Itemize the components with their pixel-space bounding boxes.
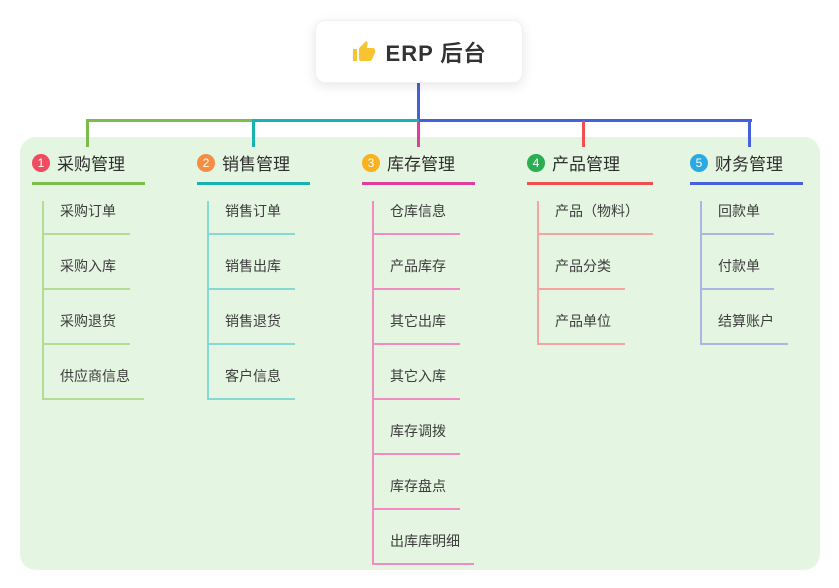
branch-header-product[interactable]: 4 产品管理 [527, 150, 653, 185]
mindmap-canvas [20, 137, 820, 570]
branch-procurement: 1 采购管理 采购订单 采购入库 采购退货 供应商信息 [32, 150, 145, 400]
branch-children: 产品（物料） 产品分类 产品单位 [537, 201, 653, 345]
mindmap-node[interactable]: 库存盘点 [374, 476, 460, 510]
branch-sales: 2 销售管理 销售订单 销售出库 销售退货 客户信息 [197, 150, 310, 400]
mindmap-node[interactable]: 采购订单 [44, 201, 130, 235]
branch-children: 采购订单 采购入库 采购退货 供应商信息 [42, 201, 145, 400]
mindmap-node[interactable]: 产品单位 [539, 311, 625, 345]
mindmap-node[interactable]: 库存调拨 [374, 421, 460, 455]
mindmap-node[interactable]: 产品（物料） [539, 201, 653, 235]
branch-children: 仓库信息 产品库存 其它出库 其它入库 库存调拨 库存盘点 出库库明细 [372, 201, 475, 565]
connector-root-stem [416, 83, 420, 122]
mindmap-node[interactable]: 销售出库 [209, 256, 295, 290]
branch-number-badge: 1 [32, 153, 50, 172]
mindmap-node[interactable]: 回款单 [702, 201, 774, 235]
mindmap-node[interactable]: 出库库明细 [374, 531, 474, 565]
branch-label: 财务管理 [715, 155, 783, 174]
connector-bus-sales [253, 119, 419, 122]
branch-header-sales[interactable]: 2 销售管理 [197, 150, 310, 185]
branch-number-badge: 3 [362, 153, 380, 172]
branch-children: 销售订单 销售出库 销售退货 客户信息 [207, 201, 310, 400]
branch-finance: 5 财务管理 回款单 付款单 结算账户 [690, 150, 803, 345]
branch-number-badge: 5 [690, 153, 708, 172]
mindmap-node[interactable]: 仓库信息 [374, 201, 460, 235]
mindmap-node[interactable]: 付款单 [702, 256, 774, 290]
branch-product: 4 产品管理 产品（物料） 产品分类 产品单位 [527, 150, 653, 345]
thumbs-up-icon [352, 40, 376, 64]
mindmap-node[interactable]: 其它入库 [374, 366, 460, 400]
branch-label: 产品管理 [552, 155, 620, 174]
root-label: ERP 后台 [385, 40, 487, 66]
branch-label: 库存管理 [387, 155, 455, 174]
mindmap-node[interactable]: 其它出库 [374, 311, 460, 345]
branch-label: 销售管理 [222, 155, 290, 174]
mindmap-node[interactable]: 产品分类 [539, 256, 625, 290]
branch-header-finance[interactable]: 5 财务管理 [690, 150, 803, 185]
mindmap-node[interactable]: 供应商信息 [44, 366, 144, 400]
branch-children: 回款单 付款单 结算账户 [700, 201, 803, 345]
mindmap-node[interactable]: 结算账户 [702, 311, 788, 345]
branch-number-badge: 4 [527, 153, 545, 172]
branch-header-inventory[interactable]: 3 库存管理 [362, 150, 475, 185]
branch-number-badge: 2 [197, 153, 215, 172]
mindmap-node[interactable]: 客户信息 [209, 366, 295, 400]
mindmap-node[interactable]: 采购入库 [44, 256, 130, 290]
branch-header-procurement[interactable]: 1 采购管理 [32, 150, 145, 185]
mindmap-node[interactable]: 采购退货 [44, 311, 130, 345]
mindmap-node[interactable]: 销售退货 [209, 311, 295, 345]
connector-bus-finance [419, 119, 752, 122]
branch-inventory: 3 库存管理 仓库信息 产品库存 其它出库 其它入库 库存调拨 库存盘点 出库库… [362, 150, 475, 565]
root-node[interactable]: ERP 后台 [315, 20, 523, 83]
mindmap-node[interactable]: 产品库存 [374, 256, 460, 290]
mindmap-node[interactable]: 销售订单 [209, 201, 295, 235]
branch-label: 采购管理 [57, 155, 125, 174]
connector-bus-procurement [86, 119, 253, 122]
